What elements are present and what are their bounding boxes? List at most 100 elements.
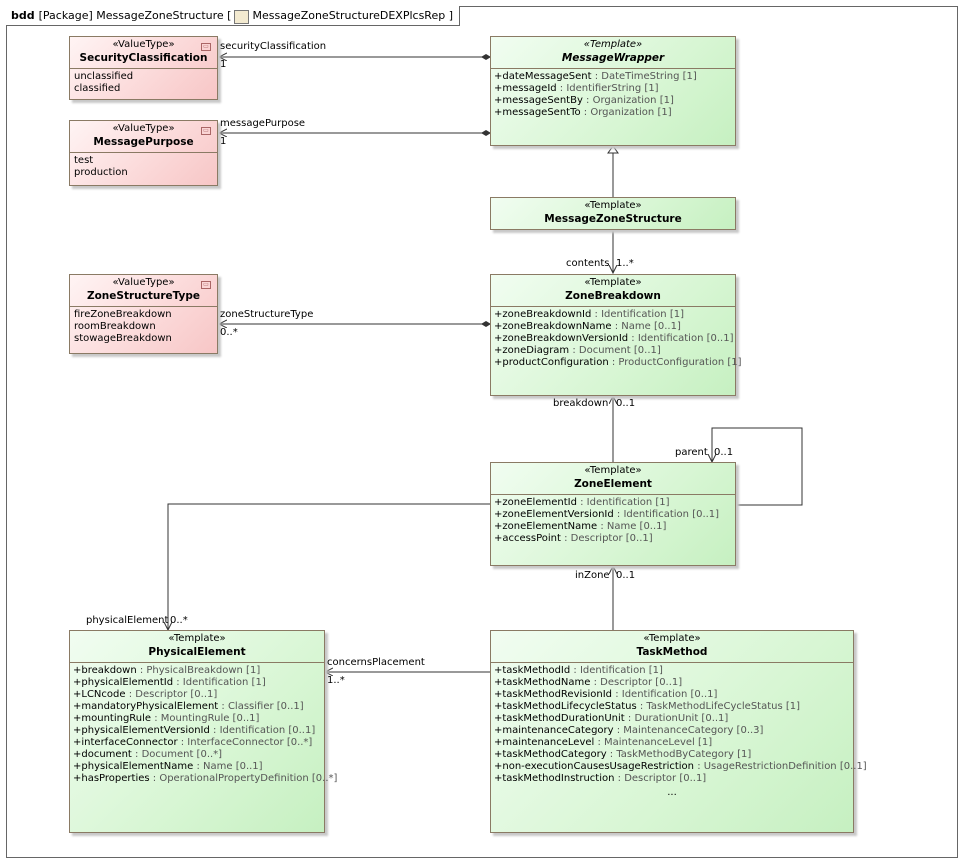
attribute-name: +taskMethodLifecycleStatus (494, 701, 637, 712)
attribute-row: +productConfiguration : ProductConfigura… (494, 357, 742, 369)
attribute-name: +zoneElementId (494, 497, 577, 508)
attribute-row: +taskMethodLifecycleStatus : TaskMethodL… (494, 701, 850, 713)
class-security-classification[interactable]: ▭ «ValueType»SecurityClassification uncl… (69, 36, 218, 100)
attribute-type: : Document [0..*] (131, 749, 223, 760)
attribute-name: +zoneBreakdownName (494, 321, 612, 332)
attribute-type: : Identification [0..1] (613, 509, 720, 520)
attribute-type: : Descriptor [0..1] (590, 677, 683, 688)
attribute-type: : MaintenanceLevel [1] (594, 737, 713, 748)
attribute-name: +messageId (494, 83, 557, 94)
mult-security-classification: 1 (220, 59, 227, 70)
role-security-classification: securityClassification (220, 41, 327, 52)
attribute-type: : Descriptor [0..1] (614, 773, 707, 784)
attribute-row: +zoneBreakdownVersionId : Identification… (494, 333, 734, 345)
attribute-type: : Identification [0..1] (209, 725, 316, 736)
attribute-list: +dateMessageSent : DateTimeString [1]+me… (491, 69, 735, 121)
attribute-row: +messageSentBy : Organization [1] (494, 95, 732, 107)
role-inzone: inZone (575, 570, 610, 581)
attribute-type: : Name [0..1] (597, 521, 667, 532)
attribute-type: : Identification [1] (173, 677, 266, 688)
attribute-type: : InterfaceConnector [0..*] (177, 737, 313, 748)
value-type-icon: ▭ (201, 281, 211, 289)
literal: test (74, 155, 94, 166)
attribute-type: : Identification [0..1] (612, 689, 718, 700)
role-concerns-placement: concernsPlacement (327, 657, 425, 668)
attribute-row: +document : Document [0..*] (73, 749, 321, 761)
class-zone-structure-type[interactable]: ▭ «ValueType» ZoneStructureType fireZoneB… (69, 274, 218, 354)
package-diagram-icon (234, 9, 250, 24)
attribute-name: +LCNcode (73, 689, 126, 700)
attribute-name: +zoneElementName (494, 521, 598, 532)
role-parent: parent (675, 447, 708, 458)
attribute-row: +physicalElementId : Identification [1] (73, 677, 321, 689)
attribute-name: +maintenanceLevel (494, 737, 595, 748)
attribute-row: +messageSentTo : Organization [1] (494, 107, 732, 119)
literal: production (74, 167, 128, 178)
class-name: ZoneBreakdown (565, 290, 661, 302)
class-message-purpose[interactable]: ▭ «ValueType»MessagePurpose test product… (69, 120, 218, 186)
attribute-type: : TaskMethodByCategory [1] (606, 749, 752, 760)
class-name: ZoneStructureType (86, 290, 201, 302)
attribute-row: +interfaceConnector : InterfaceConnector… (73, 737, 321, 749)
attribute-type: : Descriptor [0..1] (560, 533, 653, 544)
class-name: MessagePurpose (93, 136, 194, 148)
attribute-type: : Name [0..1] (611, 321, 681, 332)
attribute-type: : Identification [1] (576, 497, 670, 508)
diagram-scope: [Package] MessageZoneStructure [ (38, 9, 232, 22)
mult-message-purpose: 1 (220, 136, 227, 147)
class-zone-element[interactable]: «Template»ZoneElement +zoneElementId : I… (490, 462, 736, 566)
attribute-name: +physicalElementVersionId (73, 725, 210, 736)
attribute-type: : PhysicalBreakdown [1] (136, 665, 261, 676)
literal: roomBreakdown (74, 321, 156, 332)
attribute-name: +breakdown (73, 665, 137, 676)
mult-concerns-placement: 1..* (327, 675, 345, 686)
class-message-zone-structure[interactable]: «Template»MessageZoneStructure (490, 197, 736, 230)
physical-element-association (168, 503, 491, 630)
parent-self-association (712, 427, 803, 506)
mult-physical-element: 0..* (170, 615, 188, 626)
attribute-row: +taskMethodCategory : TaskMethodByCatego… (494, 749, 850, 761)
attribute-type: : DateTimeString [1] (591, 71, 697, 82)
attribute-row: +zoneElementName : Name [0..1] (494, 521, 732, 533)
role-physical-element: physicalElement (86, 615, 169, 626)
attribute-row: +taskMethodId : Identification [1] (494, 665, 850, 677)
attribute-type: : Name [0..1] (193, 761, 263, 772)
literal: classified (74, 83, 121, 94)
attribute-name: +taskMethodCategory (494, 749, 607, 760)
attribute-name: +zoneElementVersionId (494, 509, 614, 520)
stereotype: «ValueType» (112, 277, 175, 288)
attribute-type: : Classifier [0..1] (218, 701, 304, 712)
attribute-type: : Descriptor [0..1] (125, 689, 218, 700)
attribute-row: +messageId : IdentifierString [1] (494, 83, 732, 95)
attribute-row: +dateMessageSent : DateTimeString [1] (494, 71, 732, 83)
attribute-name: +maintenanceCategory (494, 725, 614, 736)
attribute-name: +messageSentBy (494, 95, 583, 106)
class-name: MessageZoneStructure (544, 213, 682, 225)
generalization-arrowhead (607, 145, 619, 154)
mult-breakdown: 0..1 (616, 398, 636, 409)
role-breakdown: breakdown (553, 398, 609, 409)
attribute-name: +productConfiguration (494, 357, 609, 368)
attribute-type: : MountingRule [0..1] (151, 713, 260, 724)
class-message-wrapper[interactable]: «Template»MessageWrapper +dateMessageSen… (490, 36, 736, 146)
attribute-list: +zoneBreakdownId : Identification [1]+zo… (491, 307, 742, 371)
attribute-name: +mandatoryPhysicalElement (73, 701, 219, 712)
attribute-type: : Identification [0..1] (628, 333, 734, 344)
class-physical-element[interactable]: «Template»PhysicalElement +breakdown : P… (69, 630, 337, 833)
attribute-row: +accessPoint : Descriptor [0..1] (494, 533, 732, 545)
class-name: PhysicalElement (148, 646, 246, 658)
attribute-name: +dateMessageSent (494, 71, 592, 82)
value-type-icon: ▭ (201, 127, 211, 135)
attribute-row: +mandatoryPhysicalElement : Classifier [… (73, 701, 321, 713)
diagram-header: bdd [Package] MessageZoneStructure [ Mes… (6, 6, 460, 26)
literal: fireZoneBreakdown (74, 309, 172, 320)
diagram-frame (6, 6, 958, 858)
stereotype: «Template» (584, 277, 642, 288)
class-task-method[interactable]: «Template»TaskMethod +taskMethodId : Ide… (490, 630, 867, 833)
role-message-purpose: messagePurpose (220, 118, 306, 129)
literal: stowageBreakdown (74, 333, 172, 344)
attribute-row: +physicalElementName : Name [0..1] (73, 761, 321, 773)
class-zone-breakdown[interactable]: «Template» ZoneBreakdown +zoneBreakdownId… (490, 274, 742, 396)
attribute-name: +zoneDiagram (494, 345, 570, 356)
attribute-type: : OperationalPropertyDefinition [0..*] (149, 773, 338, 784)
